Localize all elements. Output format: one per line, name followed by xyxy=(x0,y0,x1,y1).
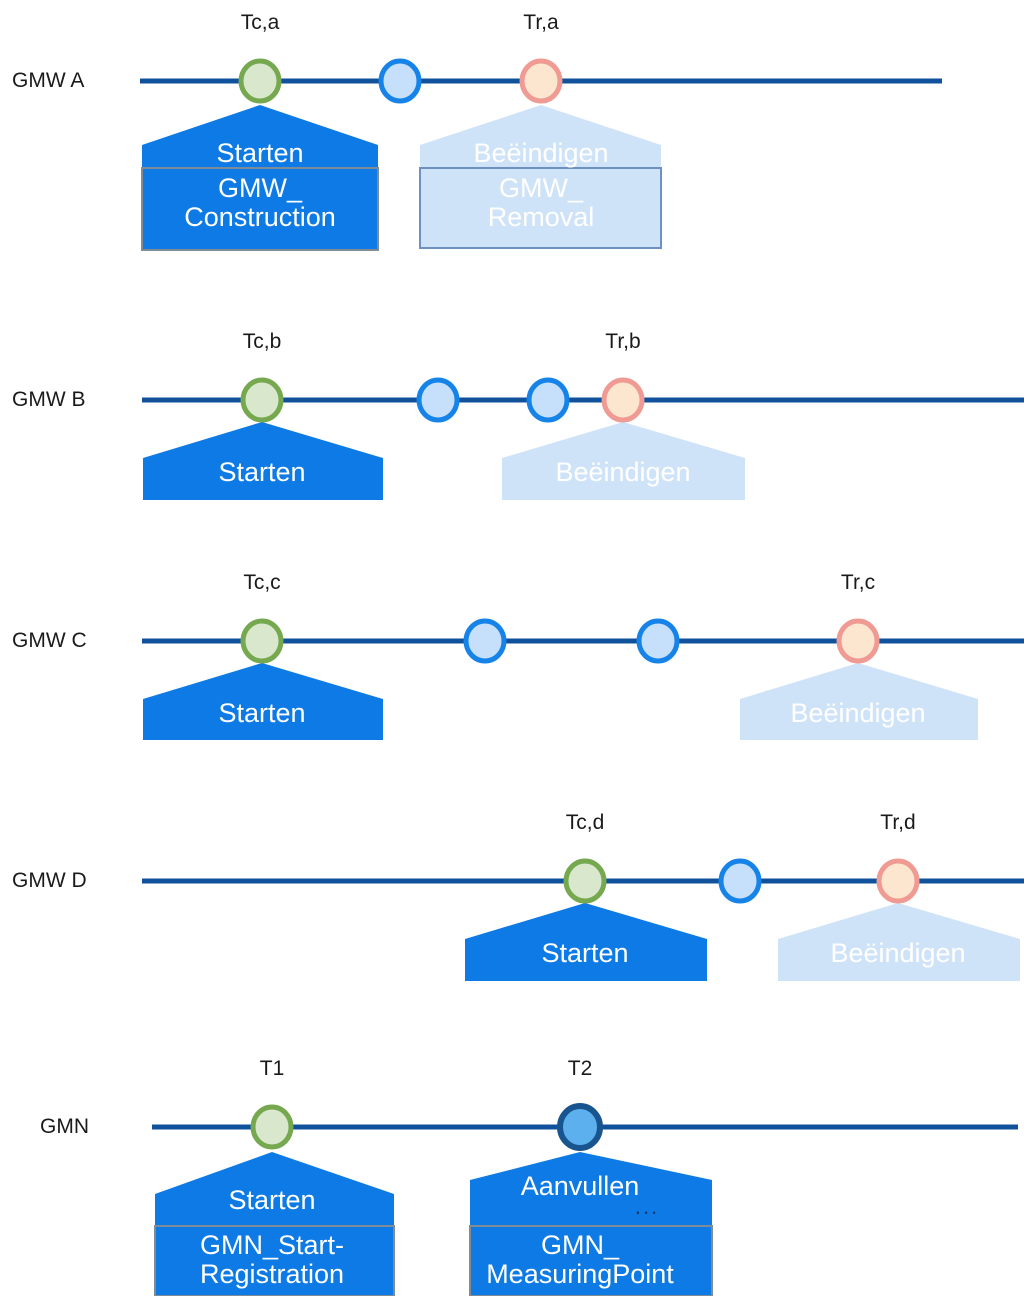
marker-gmw-c-3-red[interactable] xyxy=(836,618,880,664)
marker-gmw-b-3-red[interactable] xyxy=(601,377,645,423)
box-gmn-1 xyxy=(469,1225,713,1296)
marker-gmw-d-1-blue[interactable] xyxy=(718,858,762,904)
pentagon-gmn-0 xyxy=(155,1152,394,1226)
pentagon-gmw-d-1 xyxy=(778,903,1020,981)
pentagon-gmw-b-0 xyxy=(143,422,383,500)
shape-layer xyxy=(141,105,1020,1296)
tick-label-gmw-d-0: Tc,d xyxy=(565,811,605,834)
pentagon-gmw-d-0 xyxy=(465,903,707,981)
row-label-gmw-d: GMW D xyxy=(12,869,87,892)
marker-gmw-b-2-blue[interactable] xyxy=(526,377,570,423)
marker-gmw-a-0-green[interactable] xyxy=(238,58,282,104)
tick-label-gmw-a-0: Tc,a xyxy=(240,11,280,34)
marker-gmw-b-1-blue[interactable] xyxy=(416,377,460,423)
box-gmw-a-1 xyxy=(419,167,662,249)
ellipsis-marker-gmn-1: ... xyxy=(634,1194,660,1219)
pentagon-gmw-c-1 xyxy=(740,663,978,740)
tick-label-gmw-b-3: Tr,b xyxy=(605,330,641,353)
tick-label-gmw-c-0: Tc,c xyxy=(243,571,281,594)
marker-gmw-a-1-blue[interactable] xyxy=(378,58,422,104)
pentagon-gmw-a-0 xyxy=(142,105,378,168)
tick-label-gmn-1: T2 xyxy=(567,1057,593,1080)
marker-gmw-d-0-green[interactable] xyxy=(563,858,607,904)
pentagon-gmw-b-1 xyxy=(502,422,745,500)
tick-label-gmw-b-0: Tc,b xyxy=(242,330,282,353)
marker-gmw-c-2-blue[interactable] xyxy=(636,618,680,664)
tick-label-gmw-a-2: Tr,a xyxy=(523,11,559,34)
marker-gmw-d-2-red[interactable] xyxy=(876,858,920,904)
row-label-gmw-c: GMW C xyxy=(12,629,87,652)
pentagon-gmn-1 xyxy=(470,1152,712,1226)
pentagon-gmw-a-1 xyxy=(420,105,661,168)
tick-label-gmn-0: T1 xyxy=(259,1057,285,1080)
marker-gmw-c-1-blue[interactable] xyxy=(463,618,507,664)
marker-gmn-0-green[interactable] xyxy=(250,1104,294,1150)
tick-label-gmw-c-3: Tr,c xyxy=(840,571,876,594)
row-label-gmn: GMN xyxy=(40,1115,89,1138)
marker-gmn-1-navy[interactable] xyxy=(557,1103,603,1151)
box-gmn-0 xyxy=(154,1225,395,1296)
marker-gmw-c-0-green[interactable] xyxy=(240,618,284,664)
marker-gmw-a-2-red[interactable] xyxy=(519,58,563,104)
marker-gmw-b-0-green[interactable] xyxy=(240,377,284,423)
row-label-gmw-b: GMW B xyxy=(12,388,86,411)
tick-label-gmw-d-2: Tr,d xyxy=(880,811,916,834)
row-label-gmw-a: GMW A xyxy=(12,69,85,92)
marker-layer xyxy=(238,58,920,1151)
box-gmw-a-0 xyxy=(141,167,379,251)
pentagon-gmw-c-0 xyxy=(143,663,383,740)
